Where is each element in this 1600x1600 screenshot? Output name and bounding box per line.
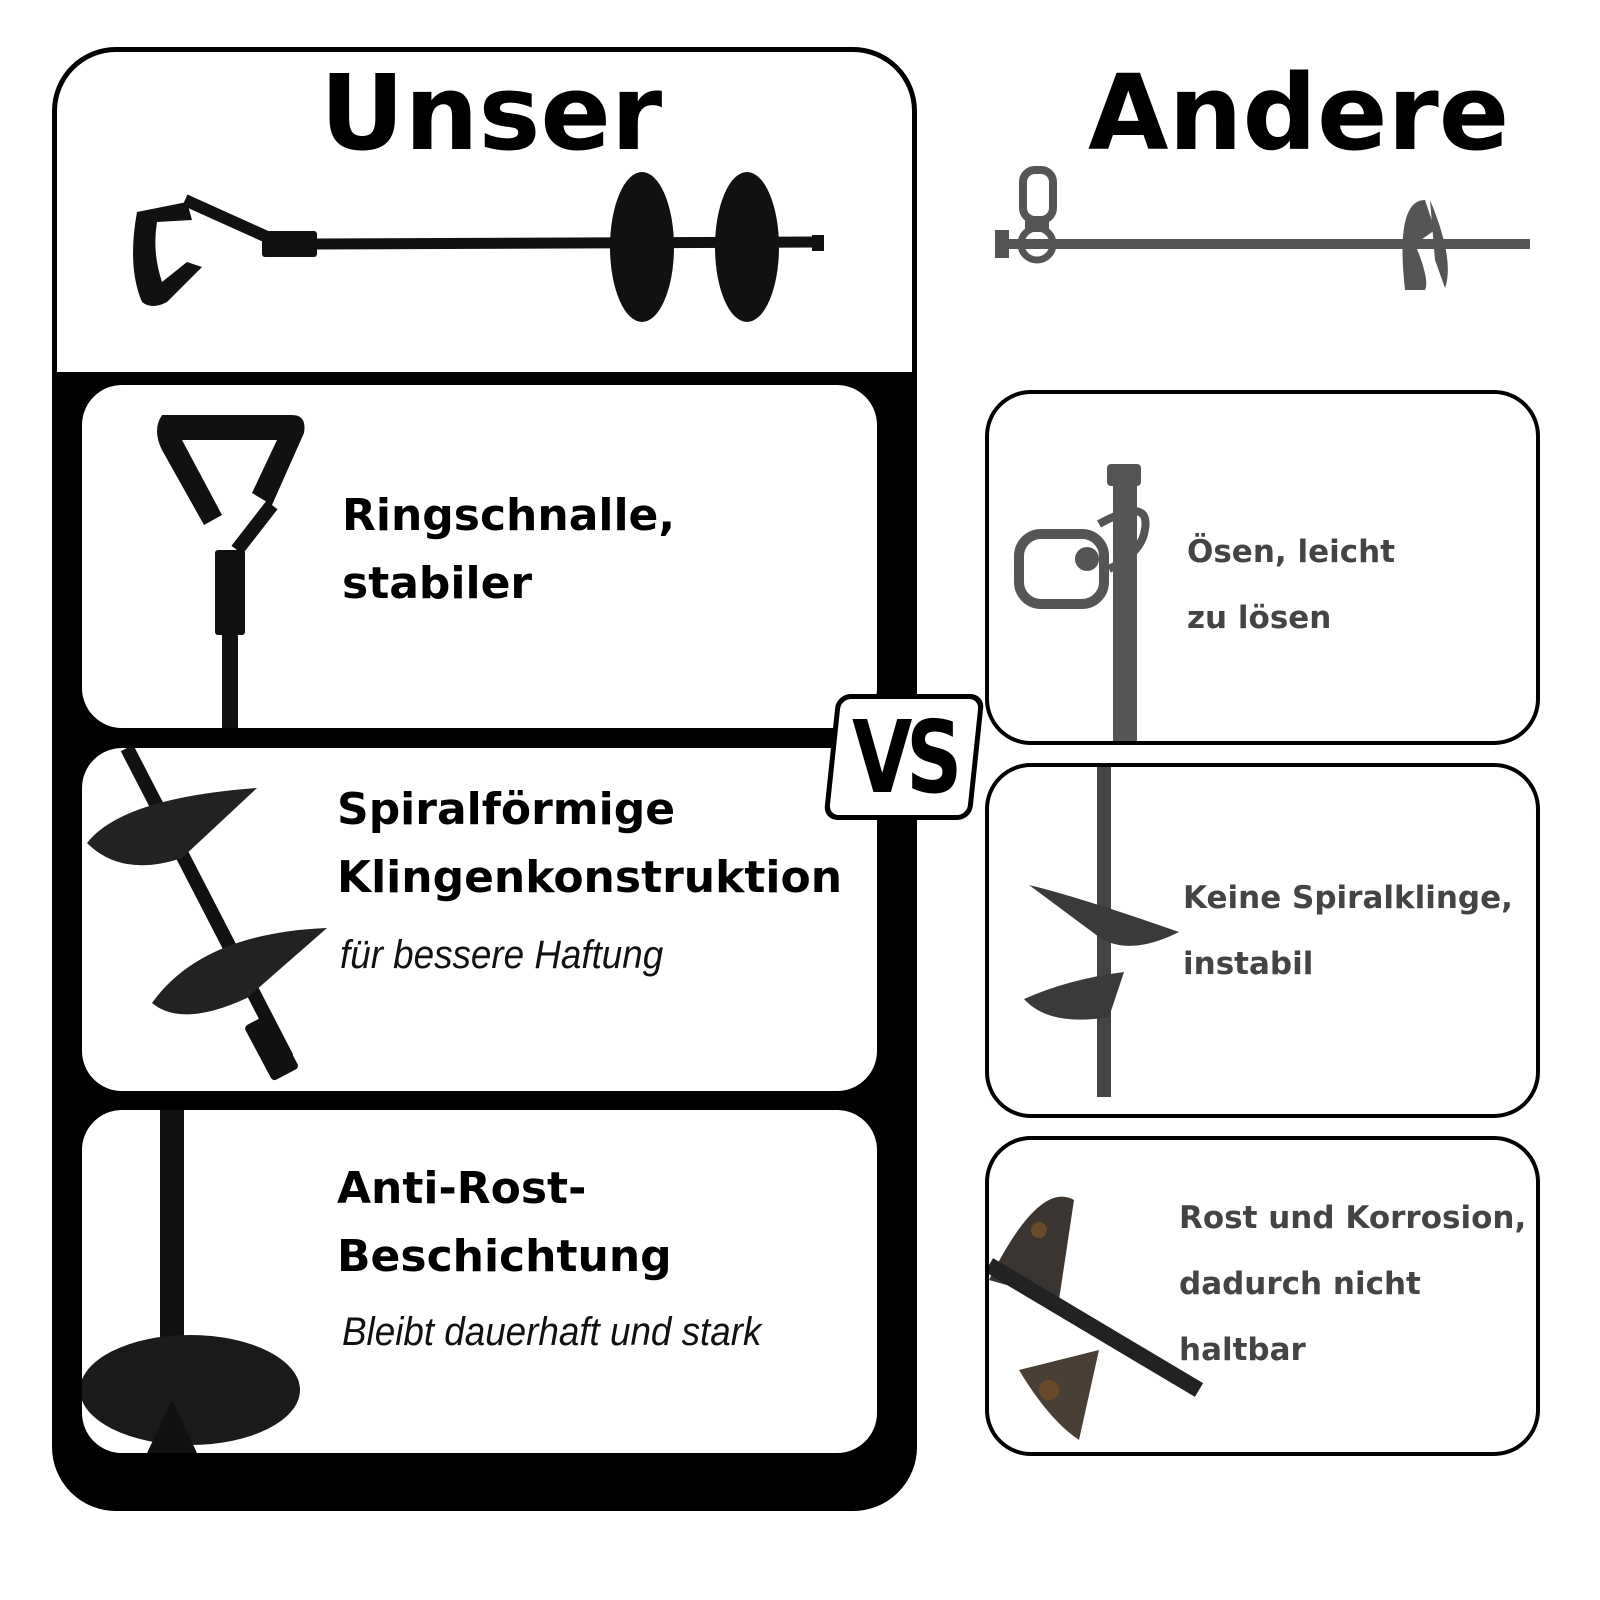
others-card-1-line-1: Ösen, leicht [1187,534,1396,570]
ours-card-3-subtitle: Bleibt dauerhaft und stark [342,1310,762,1354]
ours-card-3-title-line-2: Beschichtung [337,1231,672,1282]
ours-card-anti-rust: Anti-Rost- Beschichtung Bleibt dauerhaft… [82,1110,877,1453]
others-card-3-line-3: haltbar [1179,1332,1306,1368]
ours-panel: Ringschnalle, stabiler Spiralförmige Kli… [52,47,917,1511]
ours-card-1-title-line-1: Ringschnalle, [342,490,676,541]
others-card-1-line-2: zu lösen [1187,600,1332,636]
ours-heading: Unser [320,52,663,174]
ours-card-2-subtitle: für bessere Haftung [340,933,664,977]
others-card-3-line-2: dadurch nicht [1179,1266,1421,1302]
others-card-no-spiral: Keine Spiralklinge, instabil [985,763,1540,1118]
others-auger-image [995,166,1530,290]
versus-badge: VS [823,694,985,820]
ring-buckle-image [157,415,305,728]
anti-rust-image [82,1110,300,1453]
versus-label: VS [851,698,962,816]
ours-card-2-title-line-2: Klingenkonstruktion [337,852,843,903]
ours-card-ring-buckle: Ringschnalle, stabiler [82,385,877,728]
others-card-2-line-2: instabil [1183,946,1314,982]
others-card-rust: Rost und Korrosion, dadurch nicht haltba… [985,1136,1540,1456]
ours-hero-area [57,52,912,372]
ours-card-3-title-line-1: Anti-Rost- [337,1163,587,1214]
ours-card-2-title-line-1: Spiralförmige [337,784,676,835]
no-spiral-image [1024,767,1179,1097]
others-heading: Andere [1088,52,1510,174]
ours-card-spiral-blade: Spiralförmige Klingenkonstruktion für be… [82,748,877,1091]
spiral-blade-image [87,748,327,1081]
ours-card-1-title-line-2: stabiler [342,558,533,609]
others-card-3-line-1: Rost und Korrosion, [1179,1200,1527,1236]
others-card-2-line-1: Keine Spiralklinge, [1183,880,1513,916]
ours-auger-image [133,172,824,322]
rust-image [989,1196,1204,1440]
others-card-eyelet: Ösen, leicht zu lösen [985,390,1540,745]
eyelet-image [1014,464,1150,741]
